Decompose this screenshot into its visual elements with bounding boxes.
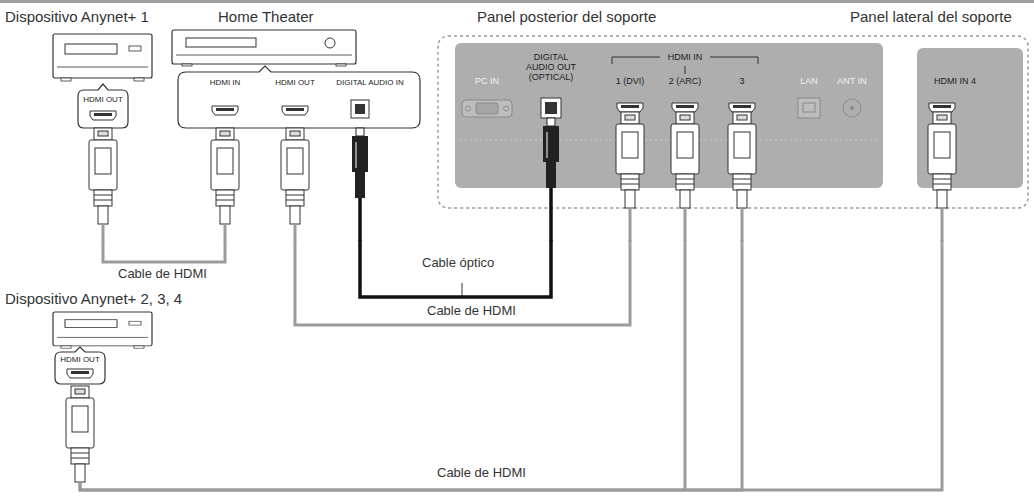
cable-label: Cable óptico bbox=[420, 256, 496, 271]
cable-label: Cable de HDMI bbox=[116, 267, 209, 282]
cable-label: Cable de HDMI bbox=[425, 304, 518, 319]
device-heading: Dispositivo Anynet+ 2, 3, 4 bbox=[5, 290, 182, 307]
port-label: HDMI IN bbox=[210, 78, 241, 87]
port-label: 1 (DVI) bbox=[616, 76, 645, 86]
port-label: DIGITAL AUDIO IN bbox=[336, 78, 404, 87]
device-heading: Dispositivo Anynet+ 1 bbox=[5, 8, 149, 25]
port-label: HDMI OUT bbox=[83, 95, 123, 104]
port-label: LAN bbox=[800, 76, 818, 86]
port-label: HDMI OUT bbox=[60, 355, 100, 364]
cable-label: Cable de HDMI bbox=[435, 466, 528, 481]
port-label: HDMI IN 4 bbox=[934, 76, 976, 86]
home-theater: Home TheaterHDMI IN HDMI OUT DIGITAL AUDIO… bbox=[170, 4, 425, 240]
panel-heading: Panel lateral del soporte bbox=[850, 8, 1012, 25]
anynet-device: Dispositivo Anynet+ 2, 3, 4 HDMI OUT bbox=[0, 290, 215, 482]
port-group-label: HDMI IN bbox=[668, 52, 703, 62]
port-label: 2 (ARC) bbox=[669, 76, 702, 86]
cable-line bbox=[80, 240, 942, 490]
port-label: DIGITAL AUDIO OUT (OPTICAL) bbox=[520, 52, 582, 82]
port-label: PC IN bbox=[475, 76, 499, 86]
port-label: HDMI OUT bbox=[275, 78, 315, 87]
cable-line bbox=[360, 240, 551, 297]
anynet-device: Dispositivo Anynet+ 1 HDMI OUT bbox=[0, 4, 165, 240]
rear-panel: Panel posterior del soporte PC IN DIGITAL … bbox=[455, 4, 885, 240]
cable-line bbox=[103, 240, 225, 262]
panel-heading: Panel posterior del soporte bbox=[477, 8, 656, 25]
cable-line bbox=[80, 240, 742, 490]
cable-line bbox=[295, 240, 630, 325]
port-label: 3 bbox=[739, 76, 744, 86]
device-heading: Home Theater bbox=[218, 8, 314, 25]
side-panel: Panel lateral del soporteHDMI IN 4 bbox=[845, 4, 1030, 240]
port-label: ANT IN bbox=[837, 76, 866, 86]
